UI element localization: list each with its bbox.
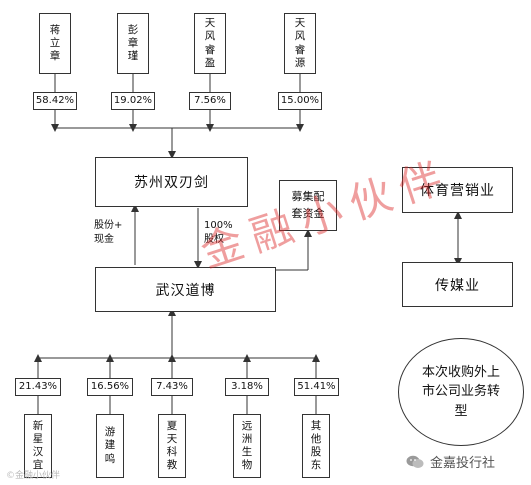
industry-sports-text: 体育营销业	[420, 183, 495, 199]
shareholder-pct-box-5: 51.41%	[294, 378, 339, 396]
shareholder-name-4: 远洲生物	[241, 419, 253, 472]
shareholder-pct-3: 7.43%	[156, 381, 188, 392]
holder-box-4: 天风睿源	[284, 13, 316, 74]
shareholder-pct-box-4: 3.18%	[225, 378, 269, 396]
holder-pct-4: 15.00%	[280, 95, 320, 106]
holder-name-1: 蒋立章	[49, 23, 61, 63]
credit-text: ©金融小伙伴	[6, 471, 61, 481]
brand-name: 金嘉投行社	[430, 456, 496, 471]
holder-box-3: 天风睿盈	[194, 13, 226, 74]
holder-name-3: 天风睿盈	[204, 17, 216, 69]
holder-pct-box-4: 15.00%	[278, 92, 322, 110]
shareholder-box-3: 夏天科教	[158, 414, 186, 478]
shareholder-pct-box-3: 7.43%	[151, 378, 193, 396]
holder-box-2: 彭章瑾	[117, 13, 149, 74]
industry-media-box: 传媒业	[402, 262, 513, 307]
transformation-note: 本次收购外上市公司业务转型	[422, 364, 501, 419]
raise-funds-box: 募集配套资金	[279, 180, 337, 231]
holder-pct-box-1: 58.42%	[33, 92, 77, 110]
shareholder-pct-1: 21.43%	[18, 381, 58, 392]
shareholder-box-1: 新星汉宜	[24, 414, 52, 478]
equity-label: 100% 股权	[204, 220, 233, 245]
acquirer-name: 武汉道博	[155, 282, 216, 299]
shareholder-pct-box-2: 16.56%	[87, 378, 133, 396]
holder-name-2: 彭章瑾	[127, 23, 139, 63]
brand-mark: 金嘉投行社	[406, 452, 495, 471]
industry-media-text: 传媒业	[435, 277, 480, 294]
wechat-icon	[406, 455, 424, 468]
shareholder-pct-5: 51.41%	[297, 381, 336, 392]
holder-pct-3: 7.56%	[194, 95, 226, 106]
shareholder-name-1: 新星汉宜	[32, 419, 44, 472]
holder-pct-1: 58.42%	[35, 95, 75, 106]
raise-funds-text: 募集配套资金	[291, 190, 325, 220]
target-company-name: 苏州双刃剑	[134, 175, 209, 191]
shareholder-name-3: 夏天科教	[166, 419, 178, 472]
shareholder-pct-2: 16.56%	[90, 381, 130, 392]
target-company-box: 苏州双刃剑	[95, 157, 248, 207]
holder-pct-box-3: 7.56%	[189, 92, 231, 110]
shareholder-box-2: 游建鸣	[96, 414, 124, 478]
payment-label: 股份+ 现金	[94, 220, 123, 245]
holder-pct-2: 19.02%	[113, 95, 153, 106]
shareholder-pct-4: 3.18%	[231, 381, 263, 392]
shareholder-box-5: 其他股东	[302, 414, 330, 478]
industry-sports-box: 体育营销业	[402, 167, 513, 213]
shareholder-name-5: 其他股东	[310, 419, 322, 472]
holder-box-1: 蒋立章	[39, 13, 71, 74]
shareholder-name-2: 游建鸣	[104, 426, 116, 465]
holder-pct-box-2: 19.02%	[111, 92, 155, 110]
holder-name-4: 天风睿源	[294, 17, 306, 69]
shareholder-box-4: 远洲生物	[233, 414, 261, 478]
transformation-circle: 本次收购外上市公司业务转型	[398, 338, 524, 446]
shareholder-pct-box-1: 21.43%	[15, 378, 61, 396]
acquirer-box: 武汉道博	[95, 267, 276, 312]
